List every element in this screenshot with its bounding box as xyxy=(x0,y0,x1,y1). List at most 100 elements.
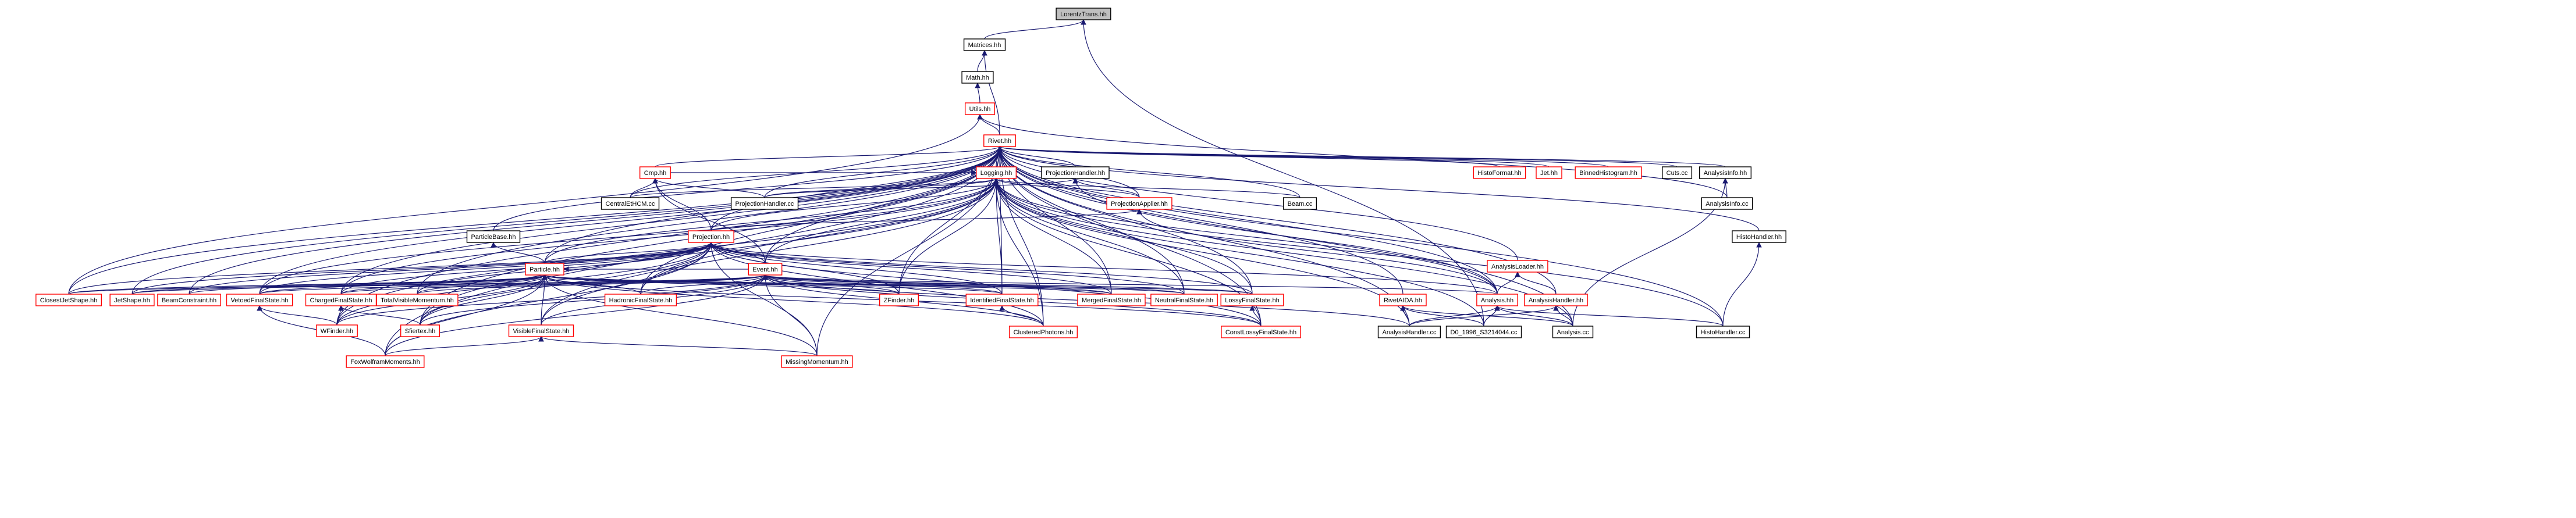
edge-histohandlerhh-to-rivet xyxy=(997,146,1760,231)
edge-projhandlercc-to-projhandler xyxy=(764,178,1078,198)
edge-analysis-to-rivet xyxy=(997,146,1498,295)
edge-line xyxy=(336,274,768,326)
node-jetshape[interactable]: JetShape.hh xyxy=(109,294,155,306)
edge-line xyxy=(189,146,1003,295)
node-analysishandlercc[interactable]: AnalysisHandler.cc xyxy=(1377,326,1441,338)
edge-line xyxy=(984,19,1086,40)
node-zfinder[interactable]: ZFinder.hh xyxy=(879,294,919,306)
node-sphericity[interactable]: Sfiertex.hh xyxy=(400,324,440,337)
node-totalvisible[interactable]: TotalVisibleMomentum.hh xyxy=(376,294,459,306)
node-beamcc[interactable]: Beam.cc xyxy=(1282,197,1317,210)
node-label: BinnedHistogram.hh xyxy=(1579,170,1637,177)
nodes-layer: LorentzTrans.hhMatrices.hhMath.hhUtils.h… xyxy=(35,8,1786,368)
edge-line xyxy=(1494,305,1724,327)
edge-line xyxy=(762,274,900,295)
edge-line xyxy=(993,178,1301,198)
edge-histohandlercc-to-logging xyxy=(993,178,1724,327)
node-label: WFinder.hh xyxy=(321,328,353,335)
node-label: HadronicFinalState.hh xyxy=(609,297,673,304)
edge-hadronicfs-to-event xyxy=(640,274,768,295)
node-missingmomentum[interactable]: MissingMomentum.hh xyxy=(781,355,853,368)
edge-line xyxy=(1722,242,1762,327)
node-hadronicfs[interactable]: HadronicFinalState.hh xyxy=(604,294,677,306)
node-logging[interactable]: Logging.hh xyxy=(976,166,1017,179)
node-projhandlercc[interactable]: ProjectionHandler.cc xyxy=(730,197,799,210)
node-label: TotalVisibleMomentum.hh xyxy=(381,297,454,304)
edge-line xyxy=(762,274,1112,295)
edge-math-to-matrices xyxy=(977,50,987,72)
node-analysisloader[interactable]: AnalysisLoader.hh xyxy=(1487,260,1548,273)
edge-line xyxy=(764,178,999,198)
node-histoformat[interactable]: HistoFormat.hh xyxy=(1473,166,1526,179)
node-histohandlercc[interactable]: HistoHandler.cc xyxy=(1696,326,1750,338)
node-projhandler[interactable]: ProjectionHandler.hh xyxy=(1041,166,1110,179)
node-box xyxy=(976,166,1017,179)
node-constlossy[interactable]: ConstLossyFinalState.hh xyxy=(1221,326,1301,338)
node-lorentz: LorentzTrans.hh xyxy=(1056,8,1111,20)
node-identifiedfs[interactable]: IdentifiedFinalState.hh xyxy=(965,294,1039,306)
edge-line xyxy=(385,146,1003,356)
node-box xyxy=(1699,166,1751,179)
node-vetoedfs[interactable]: VetoedFinalState.hh xyxy=(226,294,293,306)
edge-beamcc-to-rivet xyxy=(997,146,1301,198)
edge-line xyxy=(975,83,980,103)
node-analysis[interactable]: Analysis.hh xyxy=(1476,294,1518,306)
edge-line xyxy=(640,146,1003,295)
node-label: HistoHandler.hh xyxy=(1736,234,1782,241)
node-wfinder[interactable]: WFinder.hh xyxy=(316,324,358,337)
node-projection[interactable]: Projection.hh xyxy=(688,230,734,243)
node-clusteredphotons[interactable]: ClusteredPhotons.hh xyxy=(1008,326,1078,338)
edge-line xyxy=(132,274,768,295)
node-rivetaida[interactable]: RivetAIDA.hh xyxy=(1379,294,1427,306)
node-rivet[interactable]: Rivet.hh xyxy=(983,134,1016,147)
node-utils[interactable]: Utils.hh xyxy=(964,102,996,115)
node-centraletcc[interactable]: CentralEtHCM.cc xyxy=(601,197,660,210)
edge-analysis-to-projapplier xyxy=(1136,209,1498,295)
edge-analysis-to-analysisloader xyxy=(1497,271,1520,295)
edge-line xyxy=(710,209,1142,231)
node-projapplier[interactable]: ProjectionApplier.hh xyxy=(1106,197,1172,210)
edge-line xyxy=(993,178,1140,198)
node-neutralfs[interactable]: NeutralFinalState.hh xyxy=(1150,294,1218,306)
node-lossyfs[interactable]: LossyFinalState.hh xyxy=(1220,294,1284,306)
edge-line xyxy=(542,274,1003,295)
node-analysisinfocc[interactable]: AnalysisInfo.cc xyxy=(1701,197,1753,210)
edge-line xyxy=(1400,305,1573,327)
edge-line xyxy=(340,178,999,295)
edge-line xyxy=(542,274,1044,327)
node-mergedfs[interactable]: MergedFinalState.hh xyxy=(1077,294,1146,306)
edge-line xyxy=(997,146,1760,231)
node-cutscc[interactable]: Cuts.cc xyxy=(1661,166,1693,179)
node-label: Particle.hh xyxy=(530,266,560,273)
edge-line xyxy=(997,146,1724,327)
node-visiblefs[interactable]: VisibleFinalState.hh xyxy=(508,324,574,337)
edge-missingmomentum-to-rivet xyxy=(816,146,1003,356)
node-math[interactable]: Math.hh xyxy=(961,71,994,84)
node-label: ProjectionHandler.hh xyxy=(1046,170,1105,177)
node-analysisinfohh[interactable]: AnalysisInfo.hh xyxy=(1699,166,1751,179)
node-analysiscc[interactable]: Analysis.cc xyxy=(1552,326,1594,338)
edge-line xyxy=(259,178,999,295)
node-chargedfs[interactable]: ChargedFinalState.hh xyxy=(305,294,377,306)
edge-line xyxy=(997,146,1500,167)
node-particle[interactable]: Particle.hh xyxy=(525,263,564,276)
edge-analysisinfocc-to-utils xyxy=(977,114,1728,198)
node-event[interactable]: Event.hh xyxy=(748,263,783,276)
node-closestjet[interactable]: ClosestJetShape.hh xyxy=(35,294,102,306)
edge-line xyxy=(1249,305,1262,327)
node-cmp[interactable]: Cmp.hh xyxy=(639,166,671,179)
node-label: ClusteredPhotons.hh xyxy=(1014,329,1074,336)
node-label: AnalysisHandler.hh xyxy=(1529,297,1583,304)
node-particlebase[interactable]: ParticleBase.hh xyxy=(466,230,521,243)
node-analysishandlerhh[interactable]: AnalysisHandler.hh xyxy=(1524,294,1588,306)
node-d0cc[interactable]: D0_1996_S3214044.cc xyxy=(1445,326,1522,338)
node-box xyxy=(639,166,671,179)
node-foxwolfram[interactable]: FoxWolframMoments.hh xyxy=(346,355,425,368)
edge-clusteredphotons-to-particle xyxy=(542,274,1044,327)
edge-line xyxy=(189,242,714,295)
node-matrices[interactable]: Matrices.hh xyxy=(963,38,1006,51)
node-beamconstraint[interactable]: BeamConstraint.hh xyxy=(157,294,221,306)
node-binnedhisto[interactable]: BinnedHistogram.hh xyxy=(1575,166,1642,179)
node-histohandlerhh[interactable]: HistoHandler.hh xyxy=(1732,230,1786,243)
node-jet[interactable]: Jet.hh xyxy=(1536,166,1562,179)
